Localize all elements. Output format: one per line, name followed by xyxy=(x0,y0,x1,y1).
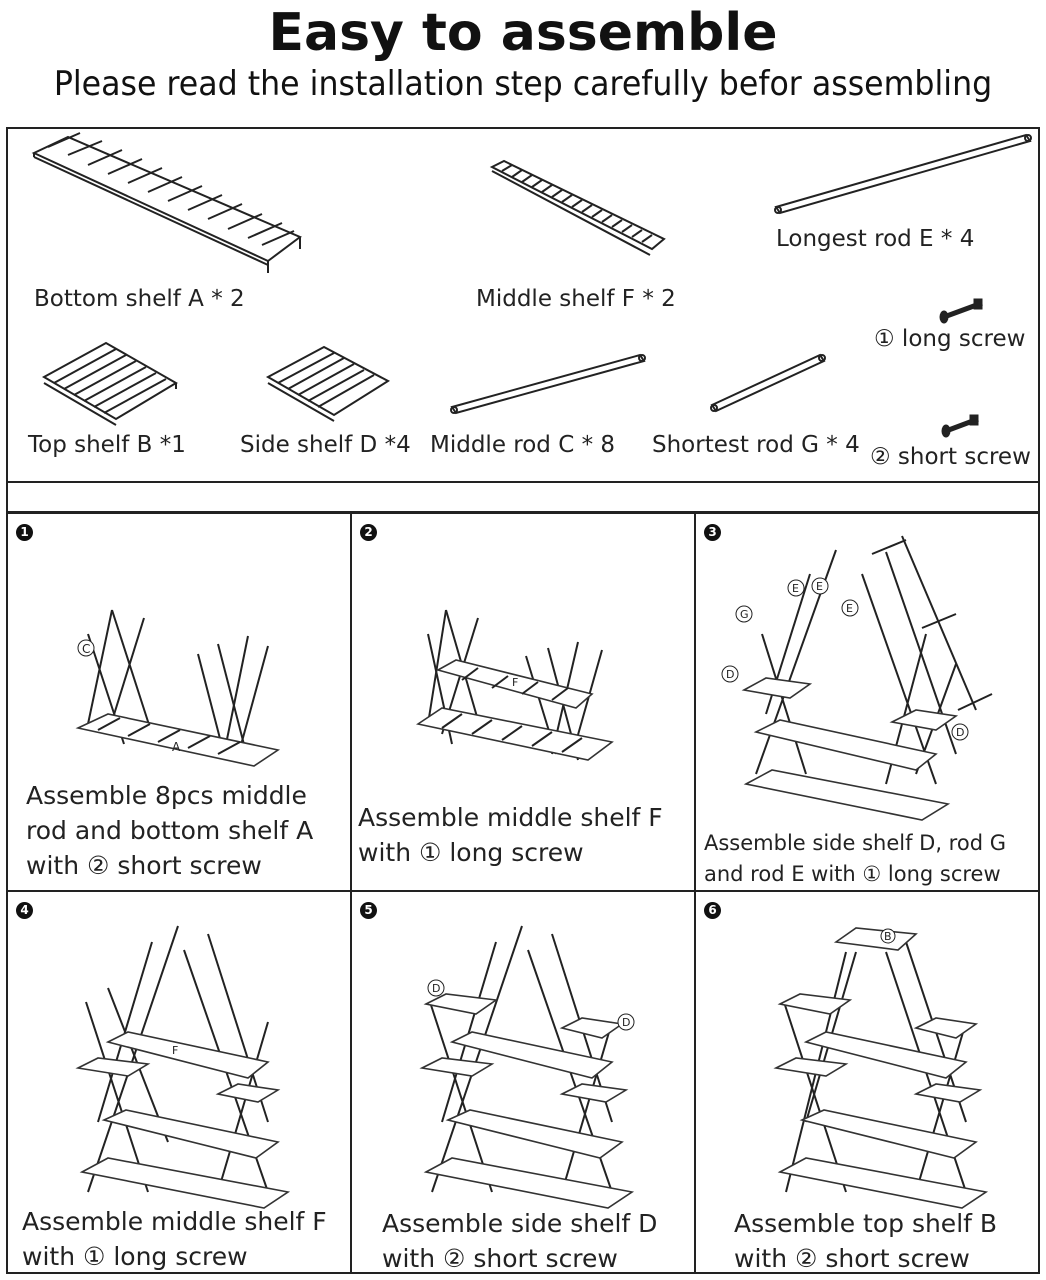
step-number-badge: 4 xyxy=(16,902,33,919)
callout-e: E xyxy=(846,602,853,615)
page-title: Easy to assemble xyxy=(268,3,778,63)
callout-d: D xyxy=(432,982,440,995)
divider-band xyxy=(6,481,1040,513)
step-panel-4: 4 F Assemble middle shelf F with ① long … xyxy=(6,890,352,1274)
step-text-line: and rod E with ① long screw xyxy=(704,862,1001,886)
step-text-line: Assemble side shelf D, rod G xyxy=(704,831,1006,855)
step-panel-2: 2 F Assemble middle shelf F with ① long … xyxy=(350,512,696,892)
step-number-badge: 6 xyxy=(704,902,721,919)
callout-e: E xyxy=(792,582,799,595)
long-screw-label: ① long screw xyxy=(874,326,1026,352)
step-2-text: Assemble middle shelf F with ① long scre… xyxy=(358,800,663,870)
step-1-diagram: C A xyxy=(75,609,281,767)
step-4-diagram: F xyxy=(75,925,291,1209)
bottom-shelf-icon xyxy=(31,132,302,273)
middle-shelf-icon xyxy=(489,159,666,256)
page-subtitle: Please read the installation step carefu… xyxy=(53,64,993,104)
step-number-badge: 5 xyxy=(360,902,377,919)
top-shelf-label: Top shelf B *1 xyxy=(28,432,186,458)
step-text-line: with ② short screw xyxy=(382,1244,618,1273)
callout-f: F xyxy=(172,1044,178,1057)
step-text-line: Assemble side shelf D xyxy=(382,1209,658,1238)
step-panel-6: 6 B Assemble top shelf B with ② short sc… xyxy=(694,890,1040,1274)
step-text-line: Assemble middle shelf F xyxy=(22,1207,327,1236)
step-text-line: Assemble top shelf B xyxy=(734,1209,998,1238)
long-screw-icon xyxy=(939,298,983,324)
step-text-line: with ② short screw xyxy=(26,851,262,880)
step-4-text: Assemble middle shelf F with ① long scre… xyxy=(22,1204,327,1274)
step-text-line: Assemble 8pcs middle xyxy=(26,781,307,810)
bottom-shelf-label: Bottom shelf A * 2 xyxy=(34,286,245,312)
callout-f: F xyxy=(512,676,518,689)
middle-shelf-label: Middle shelf F * 2 xyxy=(476,286,676,312)
step-6-text: Assemble top shelf B with ② short screw xyxy=(734,1206,997,1276)
callout-d: D xyxy=(956,726,964,739)
longest-rod-label: Longest rod E * 4 xyxy=(776,226,975,252)
side-shelf-icon xyxy=(265,345,390,422)
callout-e: E xyxy=(816,580,823,593)
step-text-line: with ① long screw xyxy=(358,838,584,867)
shortest-rod-icon xyxy=(710,353,826,413)
step-number-badge: 3 xyxy=(704,524,721,541)
callout-a: A xyxy=(172,740,181,754)
step-3-diagram: G E E E D D xyxy=(721,535,993,821)
step-panel-1: 1 C A Assemble 8pcs middle rod and botto… xyxy=(6,512,352,892)
callout-g: G xyxy=(740,608,749,621)
step-panel-3: 3 G E E E D D Assemble side shelf D, rod… xyxy=(694,512,1040,892)
step-text-line: with ① long screw xyxy=(22,1242,248,1271)
step-5-text: Assemble side shelf D with ② short screw xyxy=(382,1206,657,1276)
callout-b: B xyxy=(884,930,892,943)
shortest-rod-label: Shortest rod G * 4 xyxy=(652,432,860,458)
longest-rod-icon xyxy=(774,133,1032,215)
step-6-diagram: B xyxy=(773,927,989,1209)
step-number-badge: 2 xyxy=(360,524,377,541)
callout-d: D xyxy=(622,1016,630,1029)
parts-list-panel: Bottom shelf A * 2 Middle shelf F * 2 Lo… xyxy=(6,127,1040,483)
step-1-text: Assemble 8pcs middle rod and bottom shel… xyxy=(26,778,313,883)
callout-c: C xyxy=(82,642,90,656)
step-2-diagram: F xyxy=(415,609,614,761)
short-screw-icon xyxy=(941,414,979,438)
side-shelf-label: Side shelf D *4 xyxy=(240,432,411,458)
callout-d: D xyxy=(726,668,734,681)
middle-rod-icon xyxy=(450,353,646,415)
short-screw-label: ② short screw xyxy=(870,444,1031,470)
step-3-text: Assemble side shelf D, rod G and rod E w… xyxy=(704,828,1006,890)
step-text-line: with ② short screw xyxy=(734,1244,970,1273)
step-text-line: rod and bottom shelf A xyxy=(26,816,314,845)
middle-rod-label: Middle rod C * 8 xyxy=(430,432,616,458)
step-text-line: Assemble middle shelf F xyxy=(358,803,663,832)
step-number-badge: 1 xyxy=(16,524,33,541)
top-shelf-icon xyxy=(41,341,178,426)
step-5-diagram: D D xyxy=(419,925,635,1209)
step-panel-5: 5 D D Assemble side shelf D with ② short… xyxy=(350,890,696,1274)
